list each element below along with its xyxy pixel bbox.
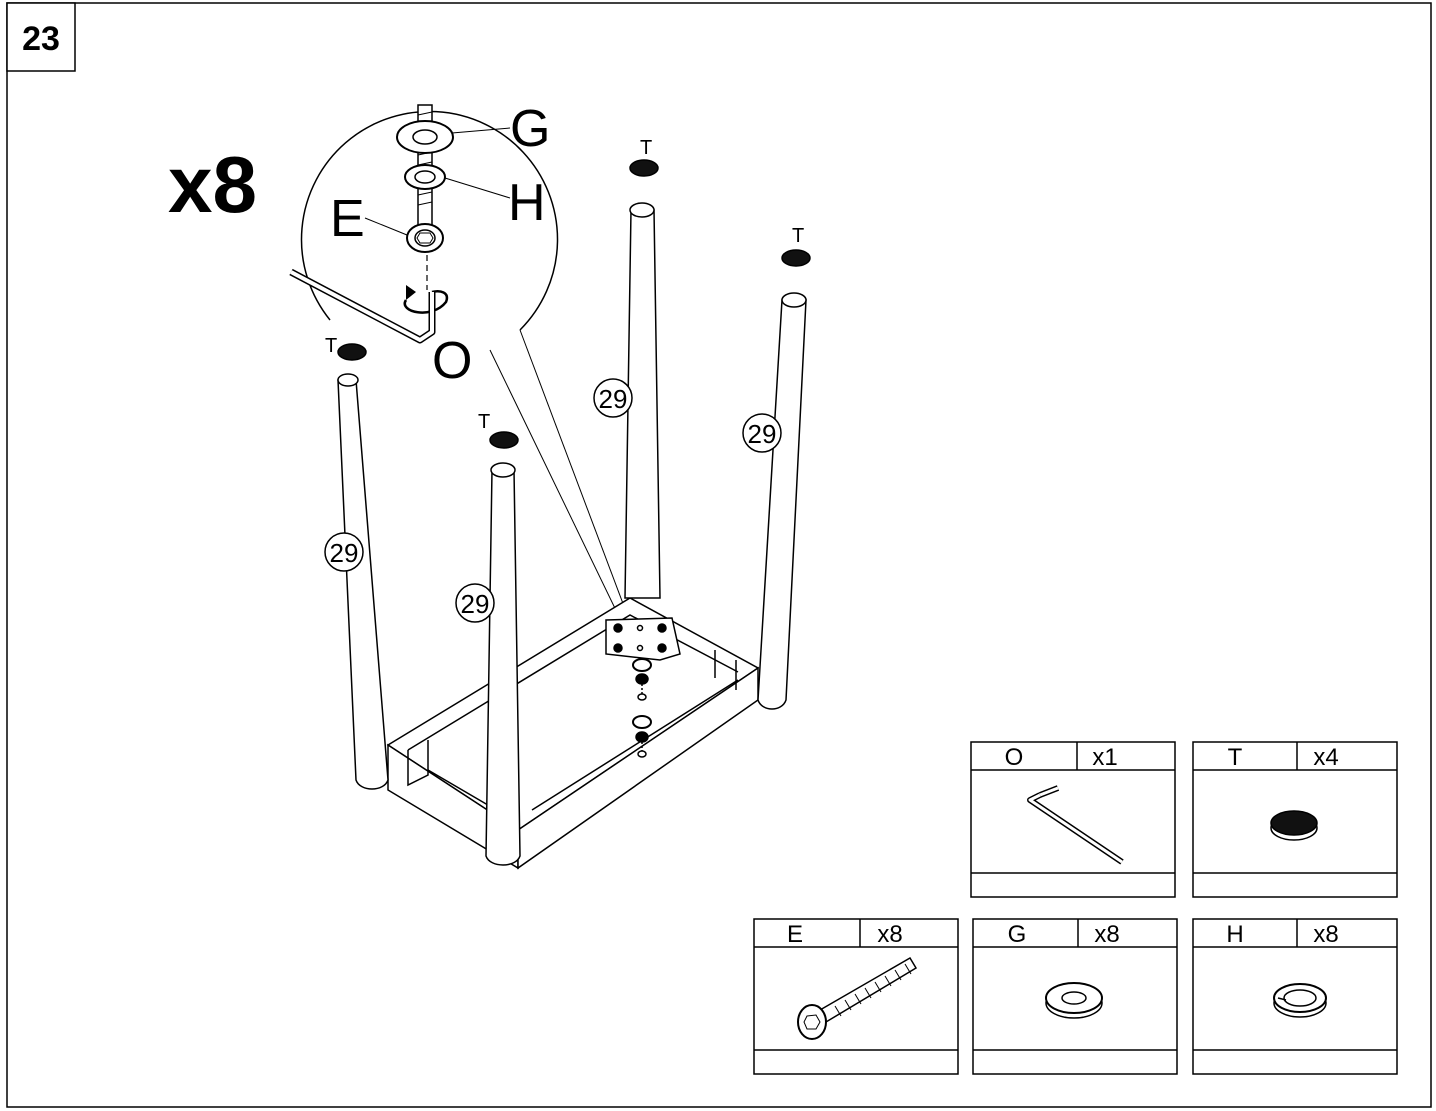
part-box-o: O x1	[970, 741, 1176, 898]
svg-text:29: 29	[599, 384, 628, 414]
detail-magnifier: G H E O	[289, 100, 646, 663]
leg-front-middle	[485, 462, 521, 866]
part-letter-e: E	[787, 921, 803, 948]
detail-allen-key-icon	[289, 268, 436, 344]
part-letter-o: O	[1005, 744, 1024, 771]
frame-bolt-stack-2	[632, 715, 652, 758]
pad-label-t-2: T	[478, 411, 490, 433]
part-qty-o: x1	[1092, 744, 1117, 771]
callout-g: G	[510, 100, 550, 158]
part-letter-h: H	[1226, 921, 1243, 948]
callout-e: E	[330, 190, 365, 248]
rotate-arrow-icon	[403, 290, 449, 314]
leg-number-2: 29	[455, 583, 495, 623]
part-qty-h: x8	[1313, 921, 1338, 948]
leg-back-left	[624, 202, 661, 599]
detail-flat-washer-icon	[396, 120, 454, 154]
bolt-icon	[797, 956, 918, 1040]
pad-label-t-1: T	[325, 335, 337, 357]
part-box-e: E x8	[753, 918, 959, 1075]
leg-front-left	[337, 373, 389, 790]
detail-spring-washer-icon	[404, 164, 446, 190]
leg-back-right	[757, 292, 807, 710]
pad-label-t-3: T	[640, 137, 652, 159]
leg-number-1: 29	[324, 532, 364, 572]
part-qty-t: x4	[1313, 744, 1338, 771]
pad-label-t-4: T	[792, 225, 804, 247]
callout-o: O	[432, 332, 472, 390]
part-letter-g: G	[1008, 921, 1027, 948]
leg-number-4: 29	[742, 413, 782, 453]
leg-number-3: 29	[593, 378, 633, 418]
flat-washer-icon	[1045, 982, 1103, 1019]
frame-bolt-stack-1	[632, 658, 652, 701]
corner-bracket	[605, 617, 681, 661]
svg-text:29: 29	[461, 589, 490, 619]
svg-text:29: 29	[748, 419, 777, 449]
step-number: 23	[22, 20, 60, 58]
allen-key-icon	[1027, 785, 1124, 865]
part-letter-t: T	[1228, 744, 1243, 771]
felt-pad-part-icon	[1270, 810, 1318, 841]
callout-h: H	[508, 174, 546, 232]
table-frame	[386, 597, 760, 870]
felt-pad-icon	[337, 159, 811, 449]
part-qty-e: x8	[877, 921, 902, 948]
part-box-h: H x8	[1192, 918, 1398, 1075]
step-number-box: 23	[6, 2, 76, 72]
multiplier-label: x8	[168, 140, 257, 229]
part-qty-g: x8	[1094, 921, 1119, 948]
part-box-t: T x4	[1192, 741, 1398, 898]
spring-washer-icon	[1273, 983, 1327, 1018]
svg-text:29: 29	[330, 538, 359, 568]
part-box-g: G x8	[972, 918, 1178, 1075]
